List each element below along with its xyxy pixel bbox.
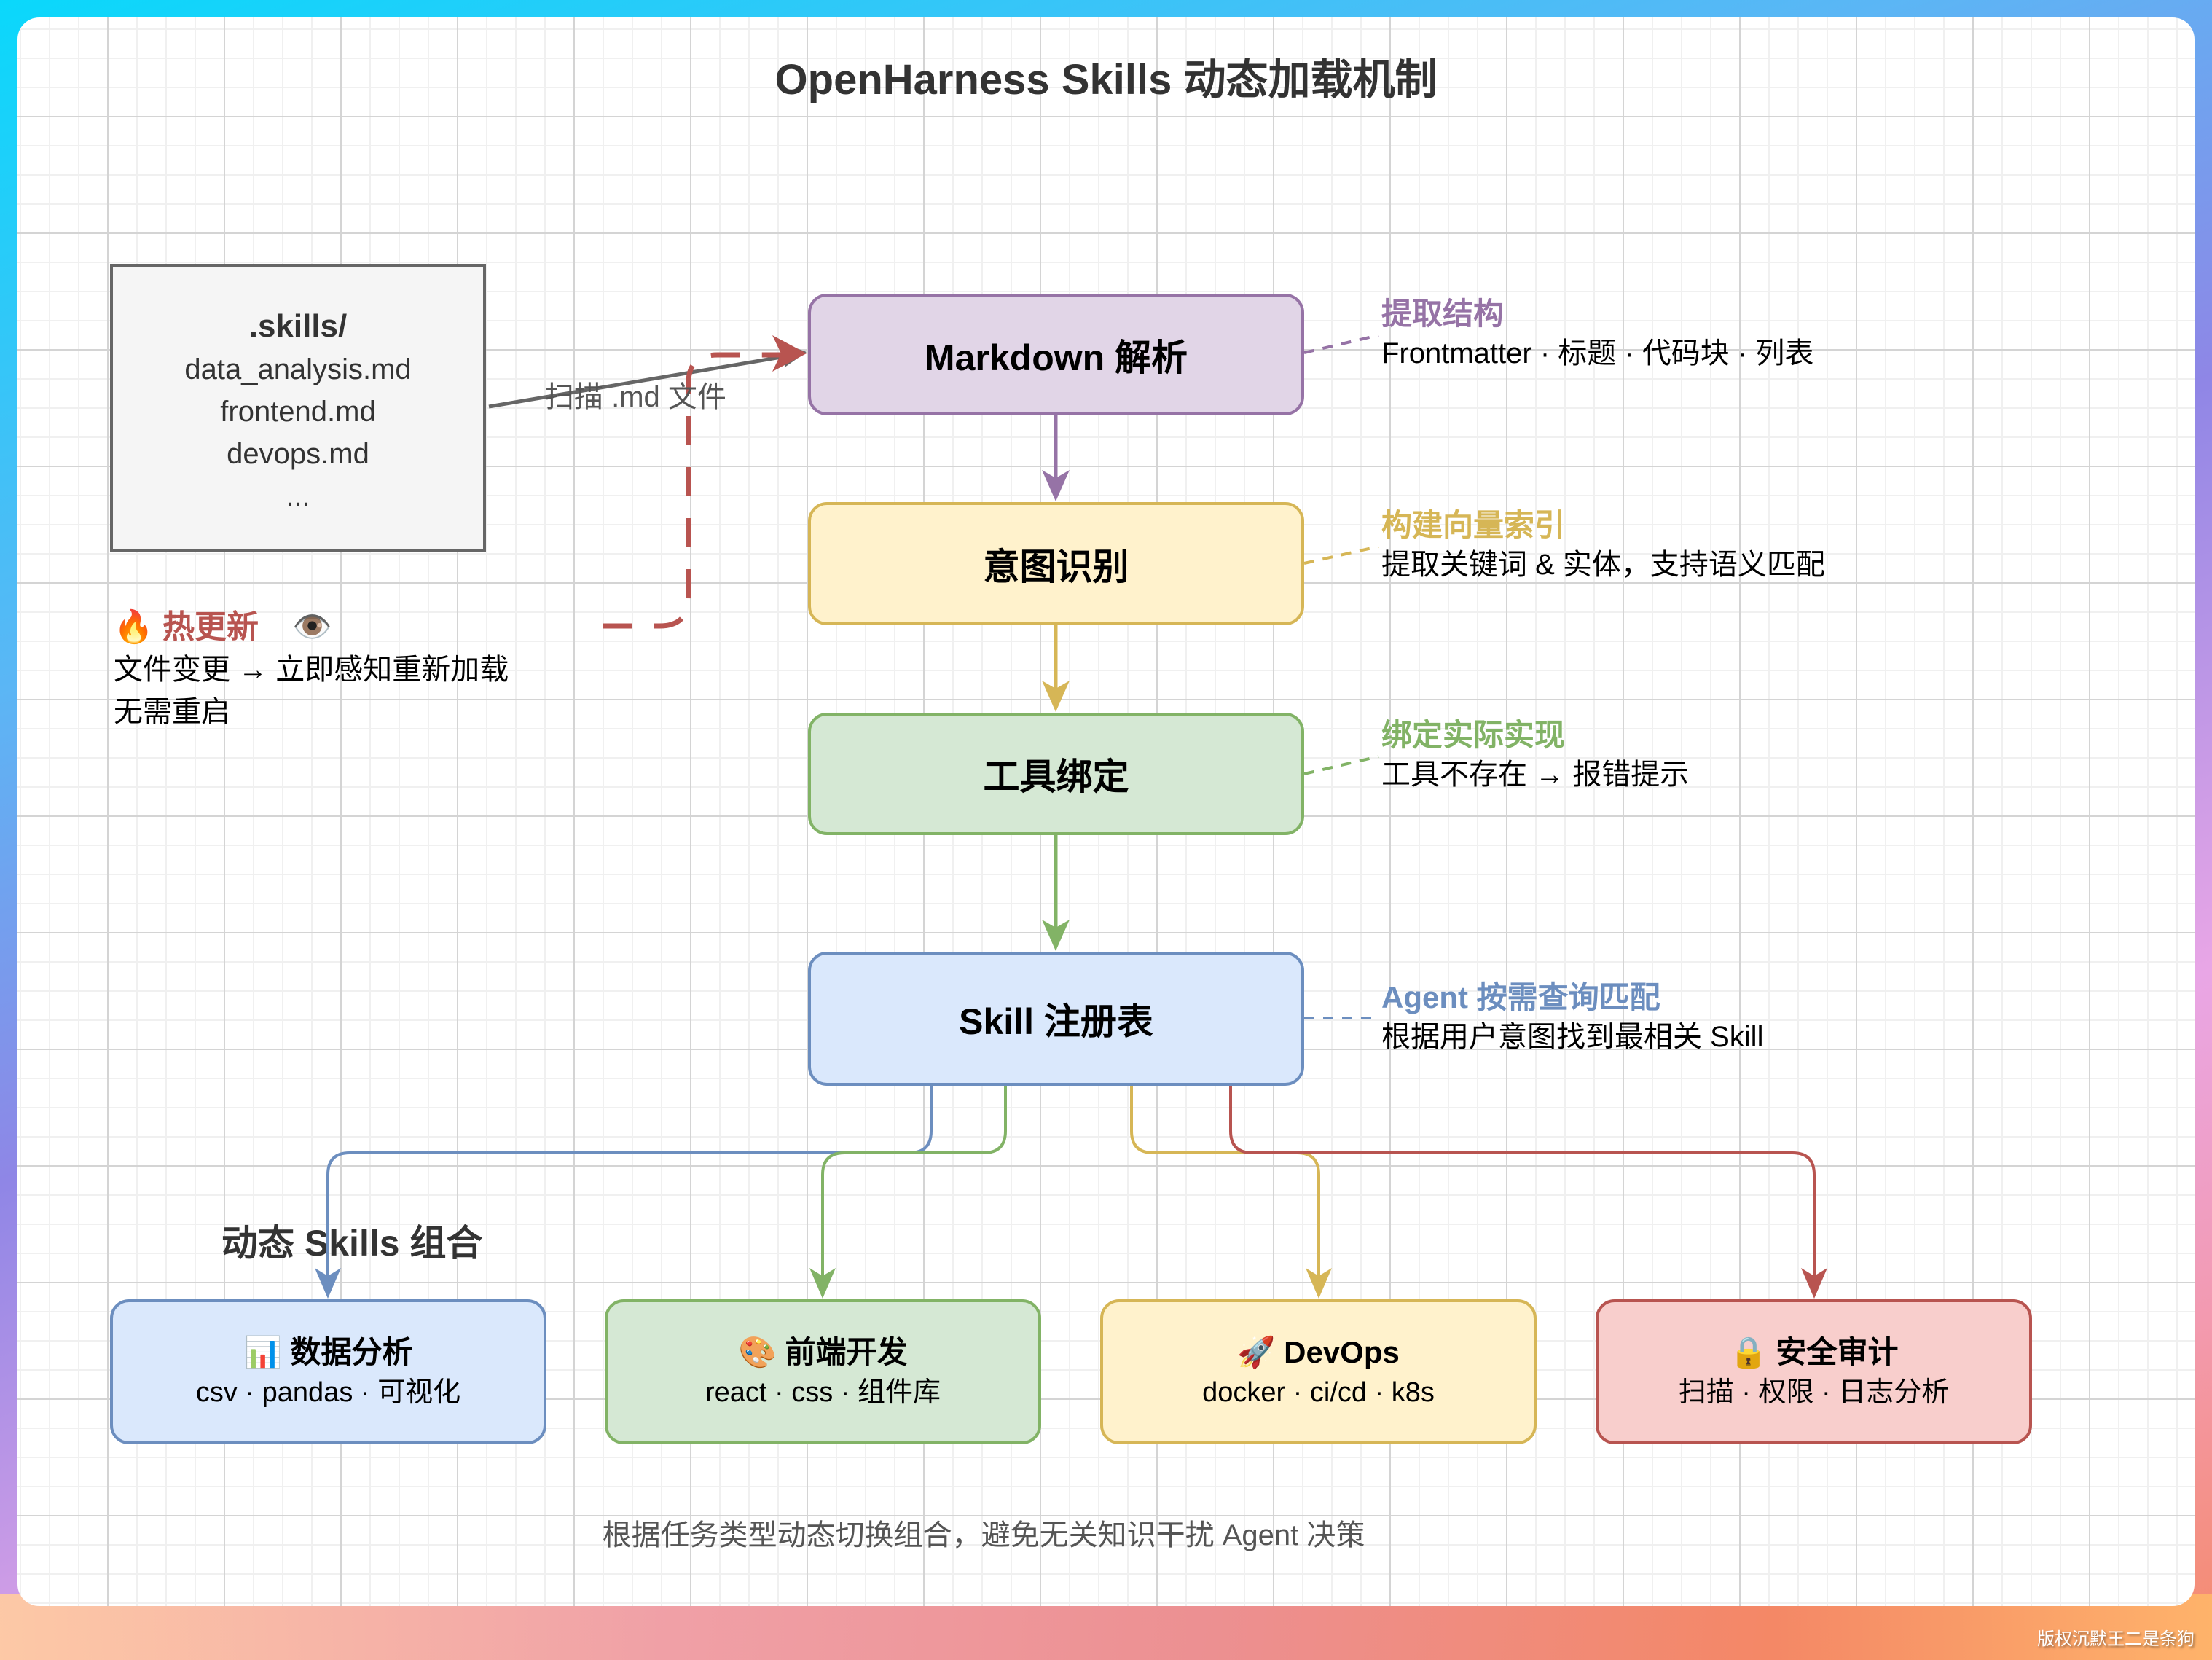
tool-binding-node[interactable]: 工具绑定 (808, 713, 1304, 835)
hot-reload-line: 无需重启 (114, 696, 230, 728)
scan-edge-label: 扫描 .md 文件 (545, 381, 726, 413)
intent-recognition-node[interactable]: 意图识别 (808, 502, 1304, 625)
folder-title: .skills/ (248, 308, 348, 344)
intent-recognition-note: 构建向量索引 提取关键词 & 实体，支持语义匹配 (1381, 506, 1825, 584)
folder-file: data_analysis.md (184, 353, 412, 385)
folder-ellipsis: ... (286, 480, 310, 512)
node-label: 意图识别 (983, 546, 1129, 587)
skill-registry-node[interactable]: Skill 注册表 (808, 952, 1304, 1086)
skill-title: 数据分析 (290, 1334, 413, 1369)
skill-card-devops[interactable]: 🚀 DevOps docker · ci/cd · k8s (1100, 1299, 1537, 1444)
skill-title: 前端开发 (785, 1334, 908, 1369)
tool-binding-note: 绑定实际实现 工具不存在 → 报错提示 (1381, 716, 1689, 794)
note-title: 构建向量索引 (1381, 508, 1566, 542)
skills-folder-node[interactable]: .skills/ data_analysis.md frontend.md de… (110, 264, 486, 552)
markdown-parse-note: 提取结构 Frontmatter · 标题 · 代码块 · 列表 (1381, 294, 1813, 373)
folder-file: devops.md (227, 438, 369, 470)
skill-registry-note: Agent 按需查询匹配 根据用户意图找到最相关 Skill (1381, 978, 1763, 1057)
footer-caption: 根据任务类型动态切换组合，避免无关知识干扰 Agent 决策 (602, 1519, 1365, 1551)
diagram-title: OpenHarness Skills 动态加载机制 (774, 56, 1438, 103)
hot-reload-note: 🔥 热更新 👁️ 文件变更 → 立即感知重新加载 无需重启 (114, 606, 509, 733)
note-description: 根据用户意图找到最相关 Skill (1381, 1021, 1764, 1053)
skill-tags: csv · pandas · 可视化 (195, 1377, 461, 1408)
skill-title: DevOps (1284, 1334, 1400, 1369)
folder-file: frontend.md (220, 396, 376, 428)
skill-card-data-analysis[interactable]: 📊 数据分析 csv · pandas · 可视化 (110, 1299, 546, 1444)
node-label: Markdown 解析 (924, 337, 1188, 378)
copyright-watermark: 版权沉默王二是条狗 (2037, 1629, 2195, 1649)
note-description: Frontmatter · 标题 · 代码块 · 列表 (1381, 337, 1814, 369)
node-label: Skill 注册表 (959, 1001, 1153, 1042)
fire-icon: 🔥 (114, 609, 154, 645)
skill-card-security-audit[interactable]: 🔒 安全审计 扫描 · 权限 · 日志分析 (1596, 1299, 2032, 1444)
dynamic-skills-label: 动态 Skills 组合 (221, 1223, 483, 1264)
rocket-icon: 🚀 (1237, 1334, 1276, 1369)
hot-reload-title: 热更新 (162, 609, 259, 645)
markdown-parse-node[interactable]: Markdown 解析 (808, 294, 1304, 415)
palette-icon: 🎨 (738, 1334, 777, 1369)
eye-icon: 👁️ (292, 609, 333, 645)
note-description: 工具不存在 → 报错提示 (1381, 759, 1690, 791)
node-label: 工具绑定 (983, 756, 1129, 797)
skill-tags: docker · ci/cd · k8s (1202, 1377, 1435, 1408)
note-title: 绑定实际实现 (1381, 718, 1566, 752)
note-title: Agent 按需查询匹配 (1381, 980, 1660, 1014)
skill-tags: react · css · 组件库 (705, 1377, 941, 1408)
skill-card-frontend[interactable]: 🎨 前端开发 react · css · 组件库 (605, 1299, 1041, 1444)
note-title: 提取结构 (1381, 297, 1505, 331)
note-description: 提取关键词 & 实体，支持语义匹配 (1381, 549, 1825, 581)
bar-chart-icon: 📊 (243, 1334, 282, 1369)
lock-icon: 🔒 (1729, 1334, 1768, 1369)
skill-title: 安全审计 (1776, 1334, 1899, 1369)
hot-reload-line: 文件变更 → 立即感知重新加载 (114, 654, 509, 686)
skill-tags: 扫描 · 权限 · 日志分析 (1678, 1377, 1950, 1408)
